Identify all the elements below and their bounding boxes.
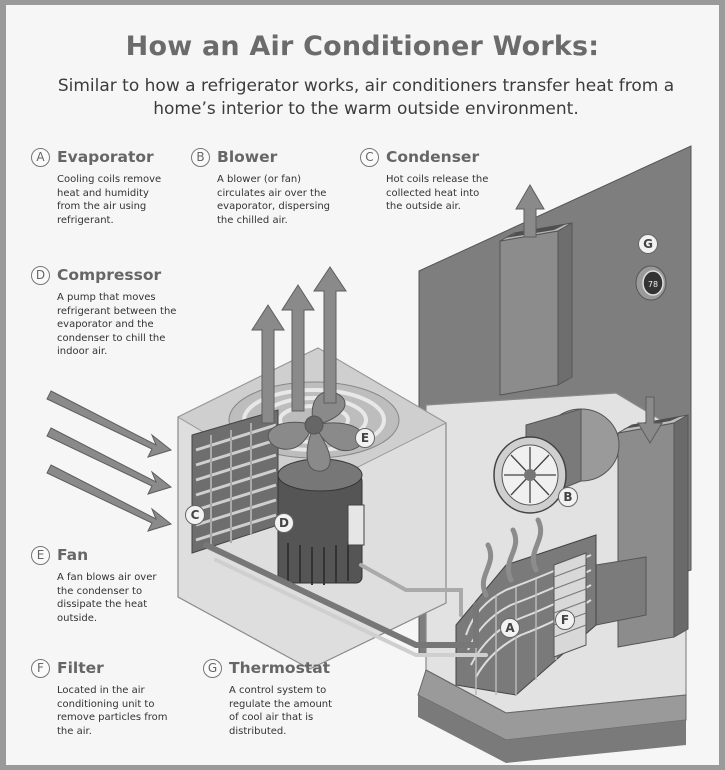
cool-air-arrows: [480, 517, 544, 598]
legend-name: Blower: [217, 148, 278, 166]
refrigerant-lines: [203, 542, 488, 657]
legend-filter: F Filter Located in the air conditioning …: [31, 657, 191, 738]
outdoor-condenser-unit: [176, 347, 448, 670]
supply-airflow-arrow: [515, 184, 545, 238]
legend-desc: Hot coils release the collected heat int…: [386, 174, 489, 212]
legend-name: Compressor: [57, 266, 162, 284]
marker-f: F: [555, 610, 575, 630]
legend-desc: A fan blows air over the condenser to di…: [57, 572, 157, 624]
marker-b: B: [558, 487, 578, 507]
legend-condenser: C Condenser Hot coils release the collect…: [360, 146, 530, 214]
legend-blower: B Blower A blower (or fan) circulates air…: [191, 146, 361, 227]
badge-e: E: [31, 545, 50, 565]
compressor: [277, 458, 365, 585]
legend-name: Filter: [57, 659, 104, 677]
return-duct: [595, 414, 689, 648]
marker-c: C: [185, 505, 205, 525]
condenser-coil: [191, 409, 279, 554]
legend-name: Fan: [57, 546, 89, 564]
marker-e: E: [355, 428, 375, 448]
thermostat-readout: 78: [648, 280, 658, 289]
ac-illustration: 78: [46, 145, 692, 763]
air-filter: [553, 552, 587, 658]
marker-g: G: [638, 234, 658, 254]
infographic-subtitle: Similar to how a refrigerator works, air…: [57, 76, 675, 119]
legend-desc: Located in the air conditioning unit to …: [57, 685, 168, 737]
infographic: 78 G E B C D A F How an Air Conditioner …: [6, 5, 719, 765]
badge-b: B: [191, 147, 210, 167]
fan-blades: [267, 391, 364, 472]
badge-f: F: [31, 658, 50, 678]
legend-fan: E Fan A fan blows air over the condenser …: [31, 544, 191, 625]
badge-c: C: [360, 147, 379, 167]
legend-compressor: D Compressor A pump that moves refrigeran…: [31, 264, 211, 359]
legend-evaporator: A Evaporator Cooling coils remove heat an…: [31, 146, 191, 227]
legend-name: Thermostat: [229, 659, 331, 677]
legend-desc: A pump that moves refrigerant between th…: [57, 292, 177, 357]
marker-a: A: [500, 618, 520, 638]
return-airflow-arrow: [637, 396, 663, 444]
infographic-title: How an Air Conditioner Works:: [125, 31, 600, 62]
intake-air-arrows: [46, 390, 173, 532]
supply-duct: [499, 222, 573, 396]
badge-a: A: [31, 147, 50, 167]
legend-thermostat: G Thermostat A control system to regulate…: [203, 657, 383, 738]
legend-desc: A control system to regulate the amount …: [229, 685, 333, 737]
marker-d: D: [274, 513, 294, 533]
legend-name: Condenser: [386, 148, 480, 166]
badge-d: D: [31, 265, 50, 285]
legend-desc: Cooling coils remove heat and humidity f…: [57, 174, 162, 226]
legend-desc: A blower (or fan) circulates air over th…: [217, 174, 331, 226]
thermostat-device: 78: [635, 265, 667, 301]
legend-name: Evaporator: [57, 148, 154, 166]
heat-exhaust-arrows: [251, 266, 347, 424]
badge-g: G: [203, 658, 222, 678]
blower-assembly: [493, 408, 620, 514]
